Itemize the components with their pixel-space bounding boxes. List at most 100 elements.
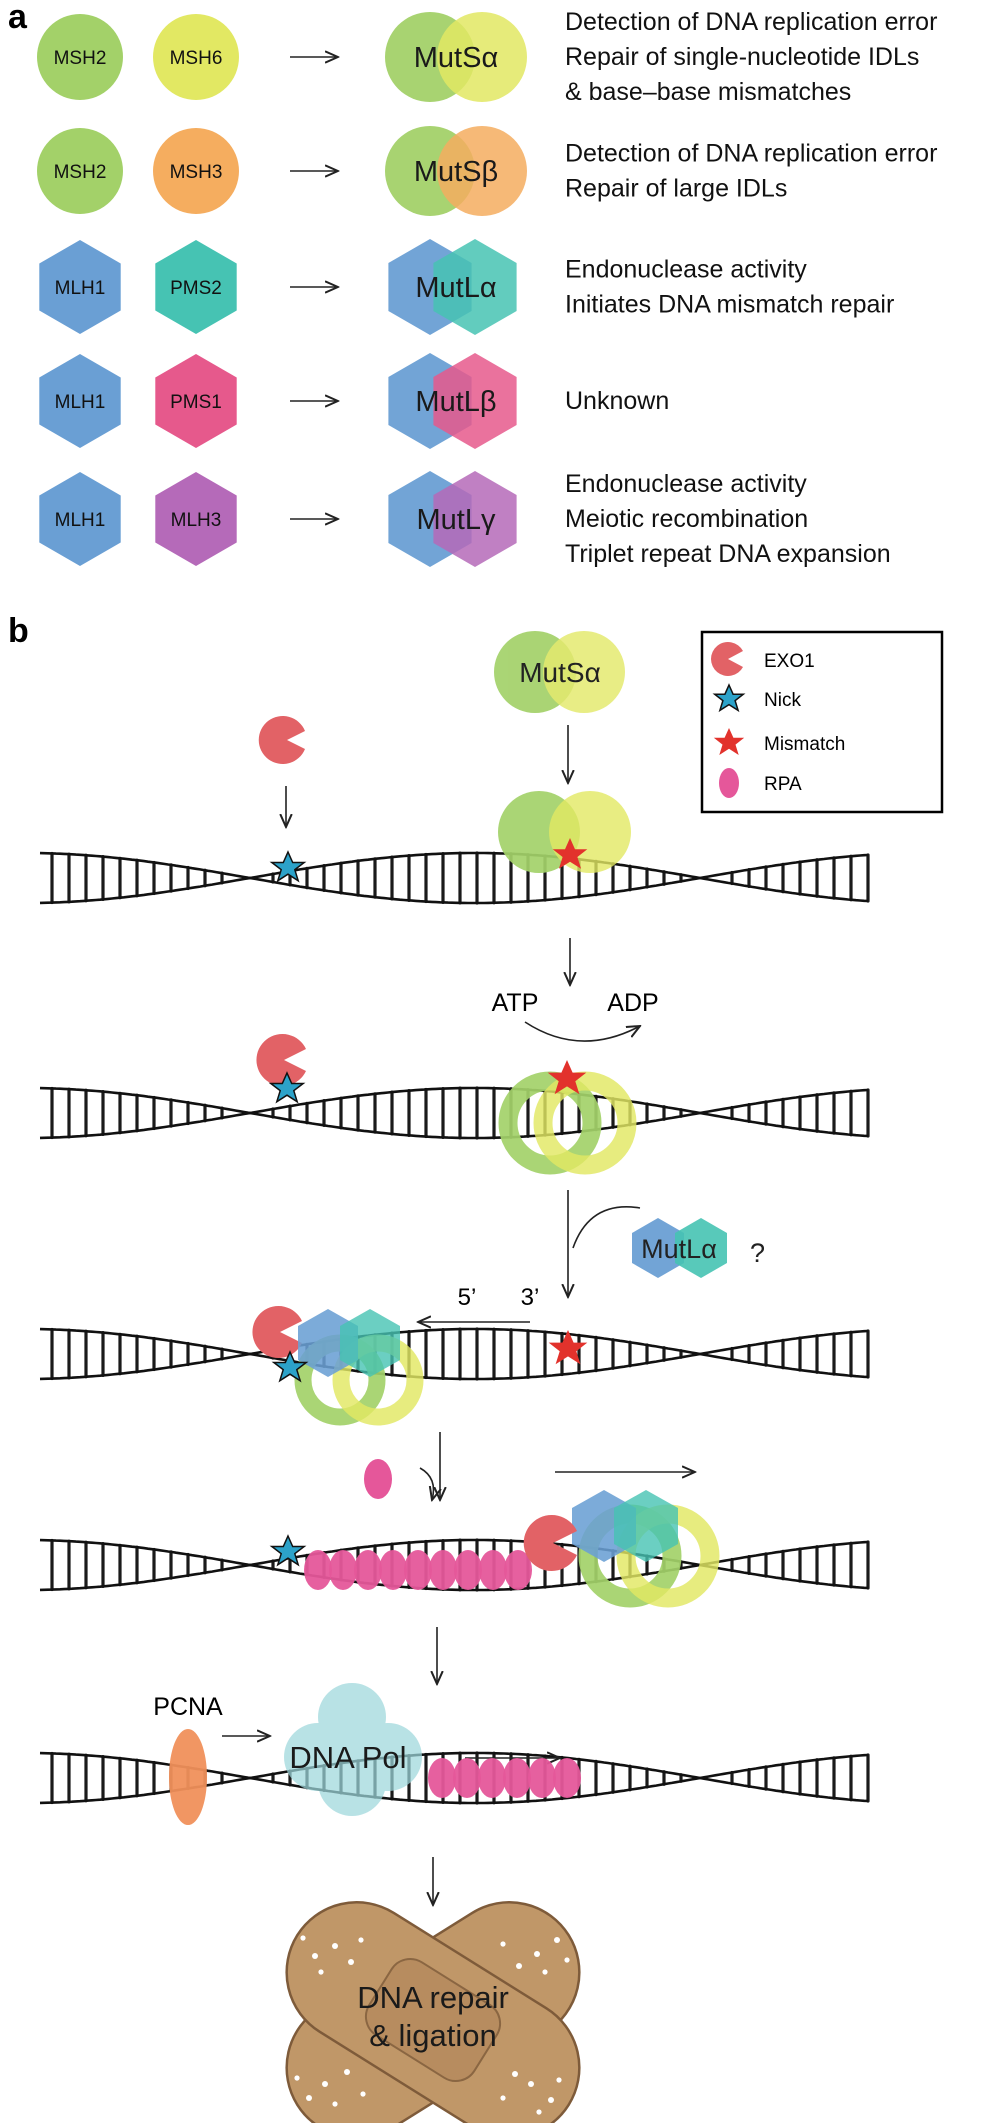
subunit-2-shape [153, 128, 239, 214]
complex-shape-2 [437, 126, 527, 216]
complex-row: MLH1 PMS1 MutLβ Unknown [39, 353, 669, 449]
subunit-2-label: PMS2 [170, 278, 222, 299]
rpa-protein [503, 1758, 531, 1798]
function-description: Endonuclease activity [565, 256, 807, 284]
subunit-1-label: MSH2 [54, 48, 107, 69]
rpa-protein [404, 1550, 432, 1590]
subunit-1-shape [37, 14, 123, 100]
five-prime-label: 5’ [458, 1284, 477, 1311]
subunit-2-label: MLH3 [171, 510, 222, 531]
mutla-bound-step3 [298, 1309, 400, 1377]
bandage-icon [285, 1901, 581, 2123]
function-description: Repair of single-nucleotide IDLs [565, 43, 919, 71]
function-description: Meiotic recombination [565, 505, 808, 533]
dna-strand-bottom [39, 1086, 869, 1140]
rpa-protein [453, 1758, 481, 1798]
repair-label-line1: DNA repair [357, 1980, 509, 2015]
panel-a-label: a [8, 0, 28, 36]
rpa-binding-arrow [419, 1467, 434, 1500]
legend-exo1-icon [711, 642, 743, 676]
rpa-protein [528, 1758, 556, 1798]
dna-helix [39, 1086, 870, 1140]
pcna-label: PCNA [153, 1693, 223, 1721]
mutsa-free-label: MutSα [519, 657, 601, 688]
function-description: Initiates DNA mismatch repair [565, 291, 894, 319]
dna-strand-bottom [39, 851, 869, 905]
rpa-protein [479, 1550, 507, 1590]
dna-pol-label: DNA Pol [289, 1740, 406, 1775]
rpa-protein [379, 1550, 407, 1590]
rpa-coating-step4 [304, 1550, 532, 1590]
function-description: Triplet repeat DNA expansion [565, 540, 891, 568]
dna-strand-top [39, 851, 869, 905]
rpa-protein [429, 1550, 457, 1590]
rpa-protein [428, 1758, 456, 1798]
subunit-1-shape [39, 472, 121, 566]
rpa-coating-step5 [428, 1758, 581, 1798]
dna-strand-top [39, 1538, 869, 1592]
atp-adp-arrow [524, 1021, 640, 1042]
function-description: Detection of DNA replication error [565, 140, 937, 168]
rpa-protein [478, 1758, 506, 1798]
dna-strand-bottom [39, 1538, 869, 1592]
mismatch-star-2 [547, 1060, 587, 1095]
dna-strand-top [39, 1086, 869, 1140]
mismatch-star-1 [552, 838, 588, 869]
function-description: Unknown [565, 387, 669, 415]
rpa-protein [553, 1758, 581, 1798]
legend-mismatch-icon [713, 728, 745, 755]
legend: EXO1 Nick Mismatch RPA [700, 630, 944, 814]
subunit-1-label: MLH1 [55, 392, 106, 413]
mutsa-free [494, 631, 625, 713]
legend-nick-icon [712, 683, 746, 713]
atp-label: ATP [492, 989, 539, 1017]
mutla-free-label: MutLα [641, 1234, 717, 1264]
subunit-1-label: MSH2 [54, 162, 107, 183]
three-prime-label: 3’ [521, 1284, 540, 1311]
subunit-2-shape [155, 354, 237, 448]
mutla-question-mark: ? [750, 1238, 765, 1268]
complex-label: MutLβ [415, 386, 496, 418]
legend-rpa-icon [719, 768, 739, 798]
dna-pol-icon [284, 1683, 422, 1816]
exo1-step2-icon [256, 1034, 306, 1086]
legend-exo1-label: EXO1 [764, 651, 815, 672]
exo1-step3-icon [252, 1306, 302, 1358]
rpa-protein [329, 1550, 357, 1590]
complex-shape-2 [433, 239, 517, 335]
repair-label-line2: & ligation [369, 2018, 497, 2053]
rpa-protein [454, 1550, 482, 1590]
complex-label: MutSα [414, 42, 498, 74]
dna-helices [39, 851, 870, 1805]
subunit-2-label: PMS1 [170, 392, 222, 413]
subunit-2-shape [155, 472, 237, 566]
pcna-icon [169, 1729, 207, 1825]
subunit-1-label: MLH1 [55, 510, 106, 531]
mutsa-clamp [498, 1071, 637, 1175]
complex-label: MutSβ [414, 156, 498, 188]
complex-shape-2 [433, 471, 517, 567]
legend-nick-label: Nick [764, 690, 801, 711]
exo1-free-icon [258, 716, 305, 765]
complex-label: MutLα [415, 272, 496, 304]
legend-rpa-label: RPA [764, 774, 802, 795]
subunit-1-shape [39, 354, 121, 448]
function-description: Endonuclease activity [565, 470, 807, 498]
nick-star-1 [269, 850, 307, 883]
subunit-2-shape [153, 14, 239, 100]
rpa-protein [354, 1550, 382, 1590]
rpa-protein [304, 1550, 332, 1590]
dna-helix [39, 1327, 870, 1381]
mismatch-star-3 [548, 1330, 588, 1365]
function-description: Detection of DNA replication error [565, 8, 937, 36]
exo1-step4-icon [523, 1515, 577, 1571]
subunit-1-shape [37, 128, 123, 214]
dna-strand-top [39, 1327, 869, 1381]
function-description: & base–base mismatches [565, 78, 851, 106]
dna-strand-bottom [39, 1327, 869, 1381]
